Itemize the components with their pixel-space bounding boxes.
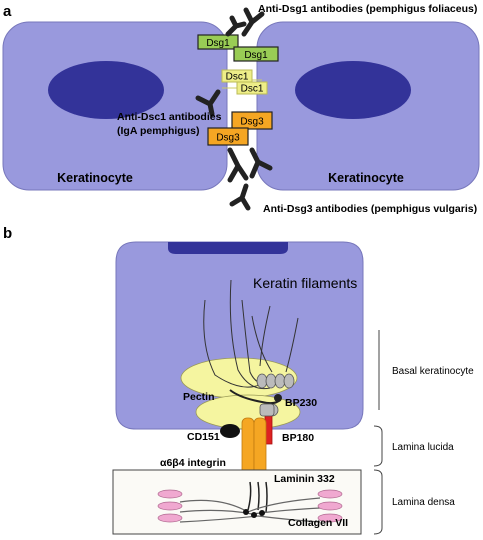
- dsg3-label-lower: Dsg3: [216, 133, 240, 144]
- cd151-label: CD151: [187, 431, 220, 443]
- pectin-label: Pectin: [183, 391, 215, 403]
- dsg1-label-upper: Dsg1: [206, 38, 230, 49]
- dsg3-box-lower: [207, 127, 249, 146]
- right-cell-label: Keratinocyte: [328, 171, 404, 185]
- right-nucleus: [295, 61, 411, 119]
- anchoring-plaques: [157, 489, 343, 523]
- lamina-densa-label: Lamina densa: [392, 497, 455, 508]
- pectin-complex: [229, 389, 282, 405]
- bp180-label: BP180: [282, 432, 314, 444]
- lamina-lucida-label: Lamina lucida: [392, 442, 454, 453]
- dsg1-label-lower: Dsg1: [244, 50, 268, 61]
- dsg1-box-lower: [233, 46, 279, 62]
- dsg3-label-upper: Dsg3: [240, 117, 264, 128]
- lamina-densa-box: [112, 469, 362, 535]
- anti-dsg1-antibody-lower: [225, 15, 247, 37]
- anti-dsg3-antibody-right: [249, 147, 273, 179]
- integrin-label: α6β4 integrin: [160, 457, 226, 469]
- anti-dsg3-label: Anti-Dsg3 antibodies (pemphigus vulgaris…: [263, 203, 477, 215]
- bp180-cap: [259, 403, 275, 417]
- dsg3-box-upper: [231, 111, 273, 130]
- lamina-densa-bracket: [373, 469, 383, 535]
- dsc1-label-upper: Dsc1: [226, 72, 249, 83]
- basal-nucleus: [168, 242, 288, 254]
- integrin-beta: [253, 417, 267, 479]
- cd151-marker: [220, 424, 240, 438]
- basal-keratinocyte-label: Basal keratinocyte: [392, 366, 474, 377]
- collagen-label: Collagen VII: [288, 517, 348, 529]
- bp230-label: BP230: [285, 397, 317, 409]
- anti-dsc1-label-line1: Anti-Dsc1 antibodies: [117, 111, 222, 123]
- laminin-332: [247, 481, 268, 513]
- anti-dsg3-antibody-left: [227, 147, 249, 183]
- left-cell-label: Keratinocyte: [57, 171, 133, 185]
- dsg1-box-upper: [197, 34, 239, 50]
- panel-b: b: [3, 225, 474, 535]
- basal-keratinocyte-cell: [115, 241, 364, 430]
- panel-a-letter: a: [3, 3, 12, 20]
- keratin-filaments-label: Keratin filaments: [253, 275, 357, 291]
- anti-dsg1-label: Anti-Dsg1 antibodies (pemphigus foliaceu…: [258, 3, 477, 15]
- panel-b-letter: b: [3, 225, 12, 242]
- laminin-label: Laminin 332: [274, 473, 335, 485]
- collagen-dots: [243, 509, 265, 518]
- dsc1-label-lower: Dsc1: [241, 84, 264, 95]
- anti-dsc1-antibody: [195, 89, 221, 117]
- panel-a: a Keratinocyte Keratinocyte Dsg1 Dsg1 Ds…: [2, 3, 480, 215]
- left-nucleus: [48, 61, 164, 119]
- anti-dsg1-antibody-upper: [241, 7, 265, 37]
- lamina-lucida-bracket: [373, 425, 383, 467]
- anti-dsc1-label-line2: (IgA pemphigus): [117, 125, 199, 137]
- dsc1-box-lower: [236, 81, 268, 95]
- anti-dsg3-antibody-bottom: [229, 183, 251, 211]
